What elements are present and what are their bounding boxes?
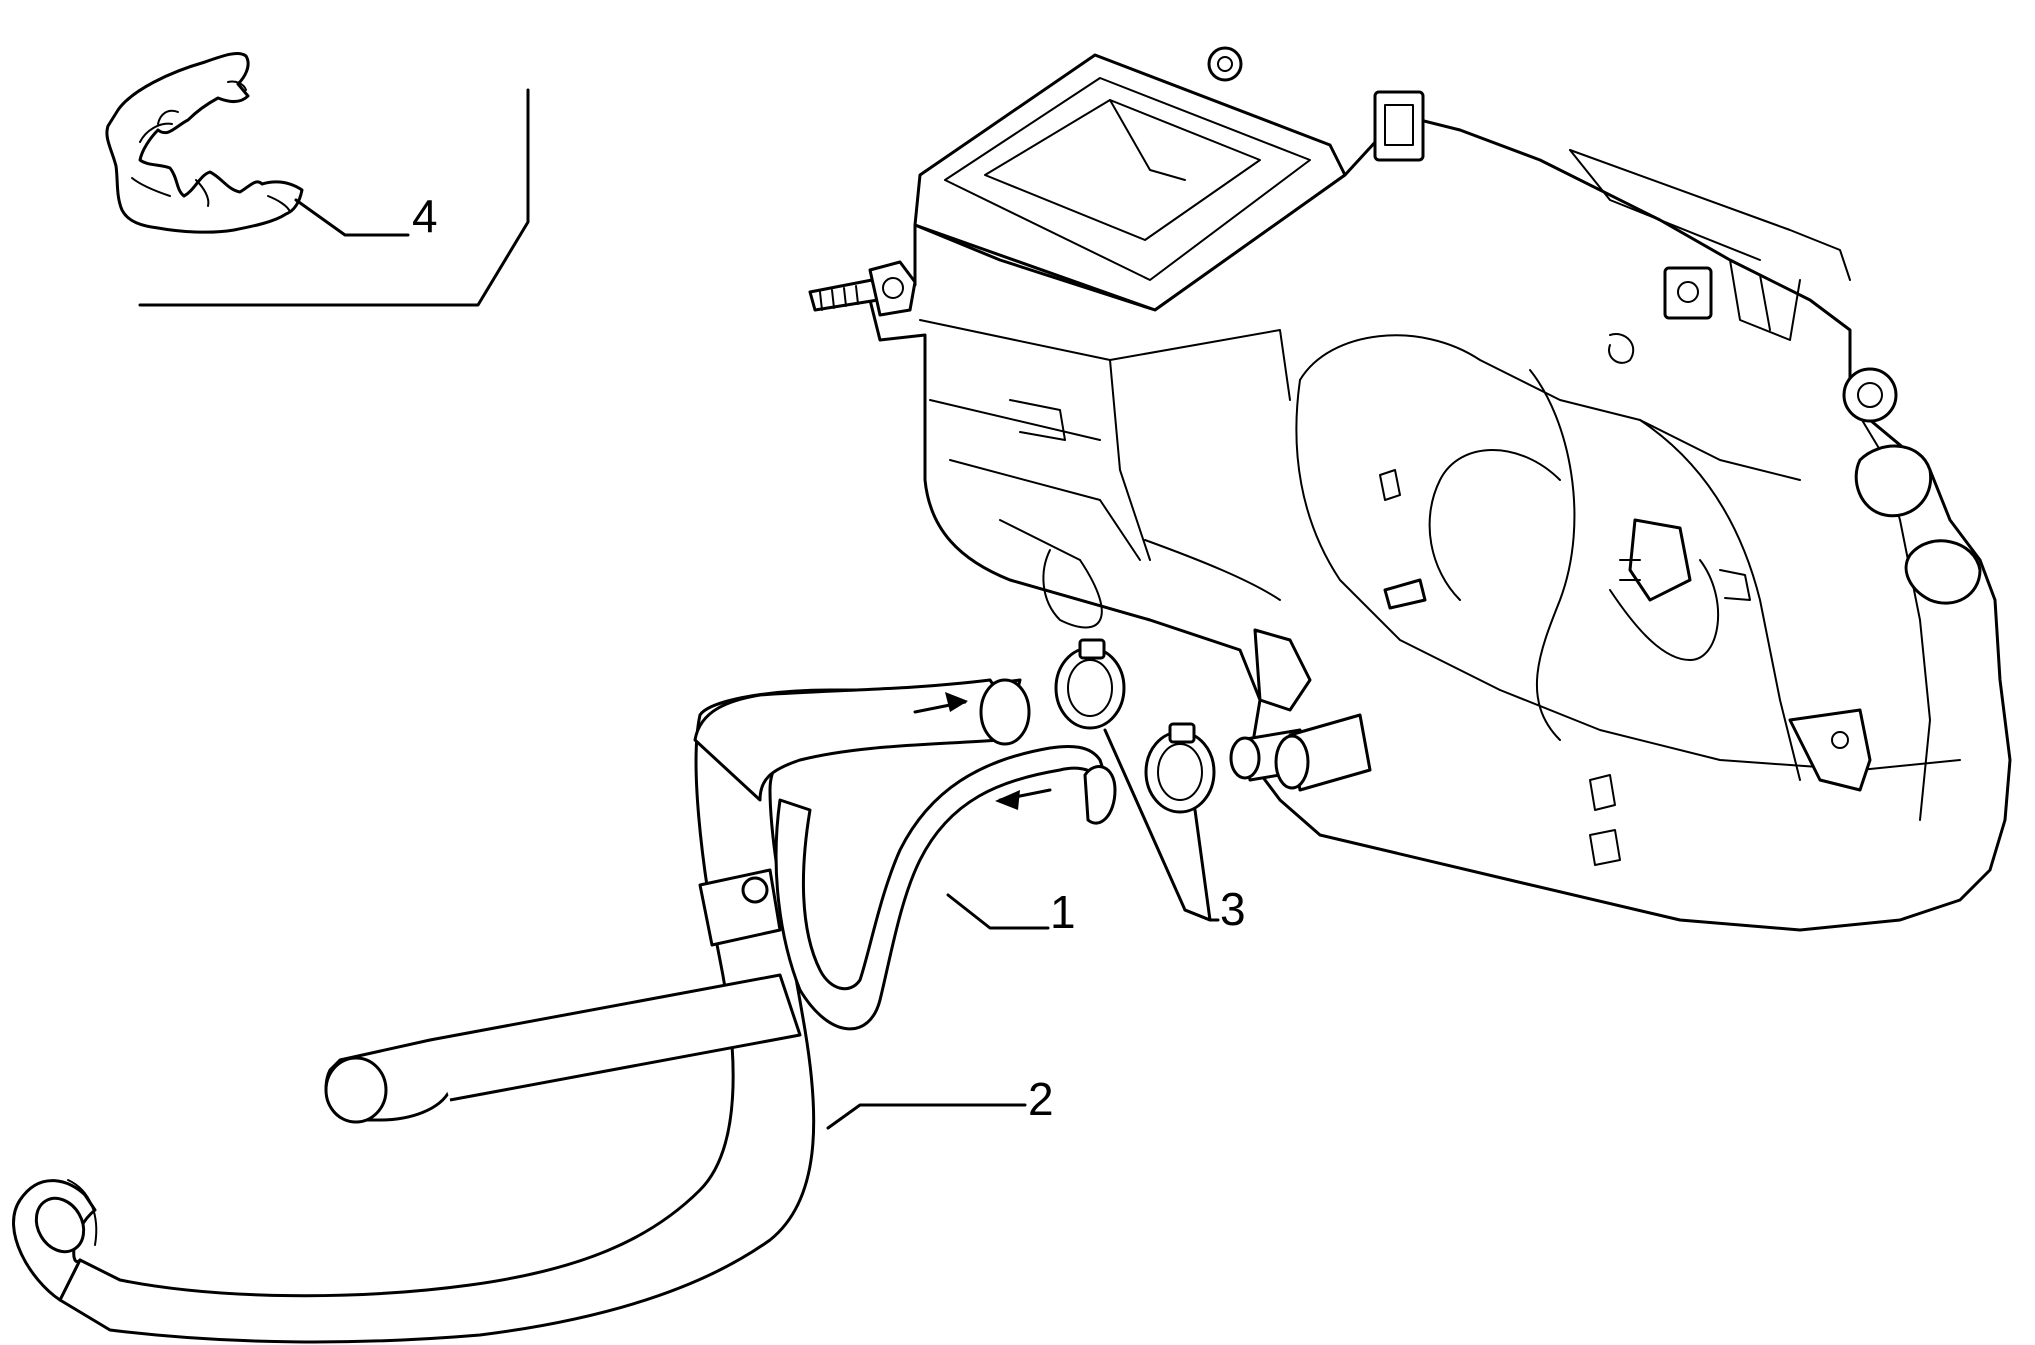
leader-1 [946, 893, 1050, 930]
callout-label-3: 3 [1220, 883, 1246, 935]
left-pipe-stub [808, 260, 917, 317]
hose-clamp-part-3a[interactable] [1054, 638, 1126, 730]
callout-label-1: 1 [1050, 886, 1076, 938]
leader-2 [826, 1103, 1027, 1130]
hose-clamp-part-3b[interactable] [1144, 722, 1216, 814]
leader-4 [294, 198, 410, 237]
inset-clip-detail: 4 [105, 52, 530, 307]
callout-label-2: 2 [1028, 1073, 1054, 1125]
heater-hose-part-1[interactable] [324, 745, 1112, 1124]
heater-unit-housing [868, 46, 2012, 932]
housing-outlet-nozzles [1229, 578, 1427, 792]
hose-bracket [698, 868, 782, 947]
callout-label-4: 4 [412, 190, 438, 242]
flow-arrow-left-head-icon [995, 790, 1020, 810]
hose-clip-part-4[interactable] [105, 52, 304, 234]
heater-hose-part-2[interactable] [12, 678, 1022, 1344]
flow-arrows [913, 692, 1052, 810]
flow-arrow-right-head-icon [945, 692, 968, 712]
